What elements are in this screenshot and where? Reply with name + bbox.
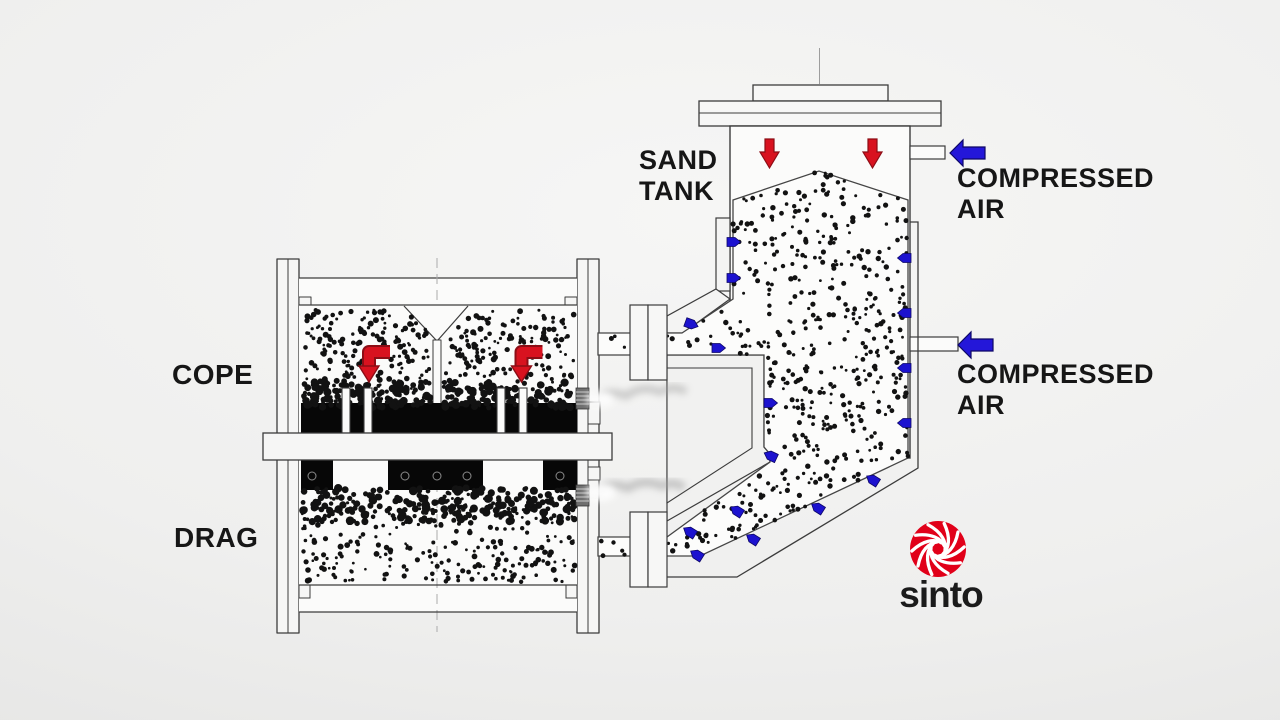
tank-right-jacket bbox=[667, 221, 919, 578]
drag-pattern-cavity bbox=[333, 460, 388, 490]
center-gate bbox=[432, 339, 442, 411]
compressed-air-label-bottom: COMPRESSED AIR bbox=[957, 359, 1155, 420]
fill-funnel bbox=[404, 306, 468, 341]
blow-pipe-flange bbox=[629, 304, 668, 588]
vent-tube bbox=[496, 387, 506, 434]
machine-overlays bbox=[262, 304, 689, 613]
compressed-air-label-top: COMPRESSED AIR bbox=[957, 163, 1155, 224]
match-plate-bar bbox=[262, 432, 613, 461]
sinto-logo-text: sinto bbox=[899, 574, 983, 615]
tank-cap-top bbox=[752, 84, 889, 102]
sand-feed-arrow bbox=[758, 138, 884, 170]
air-inlet-pipe-top bbox=[909, 145, 946, 160]
tank-sand-particles bbox=[599, 170, 911, 559]
exhaust-air-puff bbox=[586, 384, 689, 501]
drag-label: DRAG bbox=[174, 522, 259, 553]
vent-tube bbox=[341, 387, 351, 434]
chute-divider-inner bbox=[666, 367, 753, 505]
air-flow-arrows bbox=[683, 237, 912, 563]
sand-tank-label: SAND TANK bbox=[639, 145, 718, 206]
sinto-swirl-icon bbox=[910, 521, 966, 577]
compressed-air-arrow bbox=[949, 138, 994, 360]
vent-tube bbox=[363, 387, 373, 434]
tank-left-jacket bbox=[715, 217, 731, 292]
sand-tank-assembly bbox=[597, 48, 959, 578]
vent-tube bbox=[518, 387, 528, 434]
cope-label: COPE bbox=[172, 359, 254, 390]
drag-pattern-cavity bbox=[483, 460, 543, 490]
sand-flow-arrow bbox=[357, 345, 543, 384]
air-inlet-pipe-bottom bbox=[909, 336, 959, 352]
drag-sand-particles bbox=[299, 484, 578, 584]
